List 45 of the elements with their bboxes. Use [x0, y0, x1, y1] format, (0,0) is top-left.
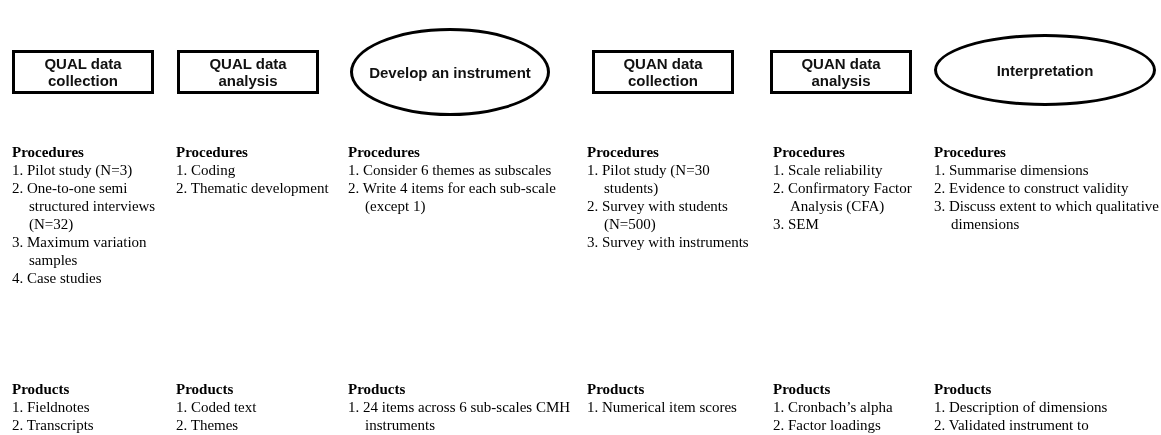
process-box: QUAN data analysis: [770, 50, 912, 94]
list-item: 1. Cronbach’s alpha: [773, 398, 894, 416]
section-heading: Procedures: [348, 143, 421, 161]
section-heading: Products: [934, 380, 993, 398]
list-item: 1. Coded text: [176, 398, 258, 416]
list-item: 1. 24 items across 6 sub-scales CMH instruments: [348, 398, 572, 434]
list-item: 2. Thematic development: [176, 179, 330, 197]
list-item: 1. Consider 6 themes as subscales: [348, 161, 553, 179]
process-box: QUAL data collection: [12, 50, 154, 94]
list-item: 2. Factor loadings: [773, 416, 882, 434]
list-item: 2. One-to-one semi structured interviews (N=32): [12, 179, 157, 233]
list-item: 1. Scale reliability: [773, 161, 884, 179]
section-heading: Procedures: [176, 143, 249, 161]
list-item: 3. SEM: [773, 215, 820, 233]
section-heading: Products: [773, 380, 832, 398]
list-item: 4. Case studies: [12, 269, 103, 287]
list-item: 1. Pilot study (N=30 students): [587, 161, 711, 197]
list-item: 2. Write 4 items for each sub-scale (except 1): [348, 179, 557, 215]
list-item: 2. Evidence to construct validity: [934, 179, 1130, 197]
list-item: 1. Numerical item scores: [587, 398, 738, 416]
list-item: 1. Coding: [176, 161, 237, 179]
section-heading: Products: [348, 380, 407, 398]
list-item: 3. Discuss extent to which qualitative dimensions: [934, 197, 1160, 233]
section-heading: Procedures: [12, 143, 85, 161]
list-item: 1. Pilot study (N=3): [12, 161, 134, 179]
process-ellipse: Interpretation: [934, 34, 1156, 106]
list-item: 1. Fieldnotes: [12, 398, 91, 416]
list-item: 3. Maximum variation samples: [12, 233, 148, 269]
section-heading: Procedures: [934, 143, 1007, 161]
section-heading: Products: [587, 380, 646, 398]
list-item: 2. Survey with students (N=500): [587, 197, 729, 233]
list-item: 2. Confirmatory Factor Analysis (CFA): [773, 179, 913, 215]
list-item: 1. Summarise dimensions: [934, 161, 1090, 179]
list-item: 2. Themes: [176, 416, 240, 434]
process-box: QUAN data collection: [592, 50, 734, 94]
process-box: QUAL data analysis: [177, 50, 319, 94]
list-item: 2. Validated instrument to: [934, 416, 1090, 434]
section-heading: Procedures: [773, 143, 846, 161]
list-item: 1. Description of dimensions: [934, 398, 1109, 416]
section-heading: Products: [12, 380, 71, 398]
section-heading: Products: [176, 380, 235, 398]
list-item: 2. Transcripts: [12, 416, 95, 434]
process-ellipse: Develop an instrument: [350, 28, 550, 116]
list-item: 3. Survey with instruments: [587, 233, 750, 251]
section-heading: Procedures: [587, 143, 660, 161]
